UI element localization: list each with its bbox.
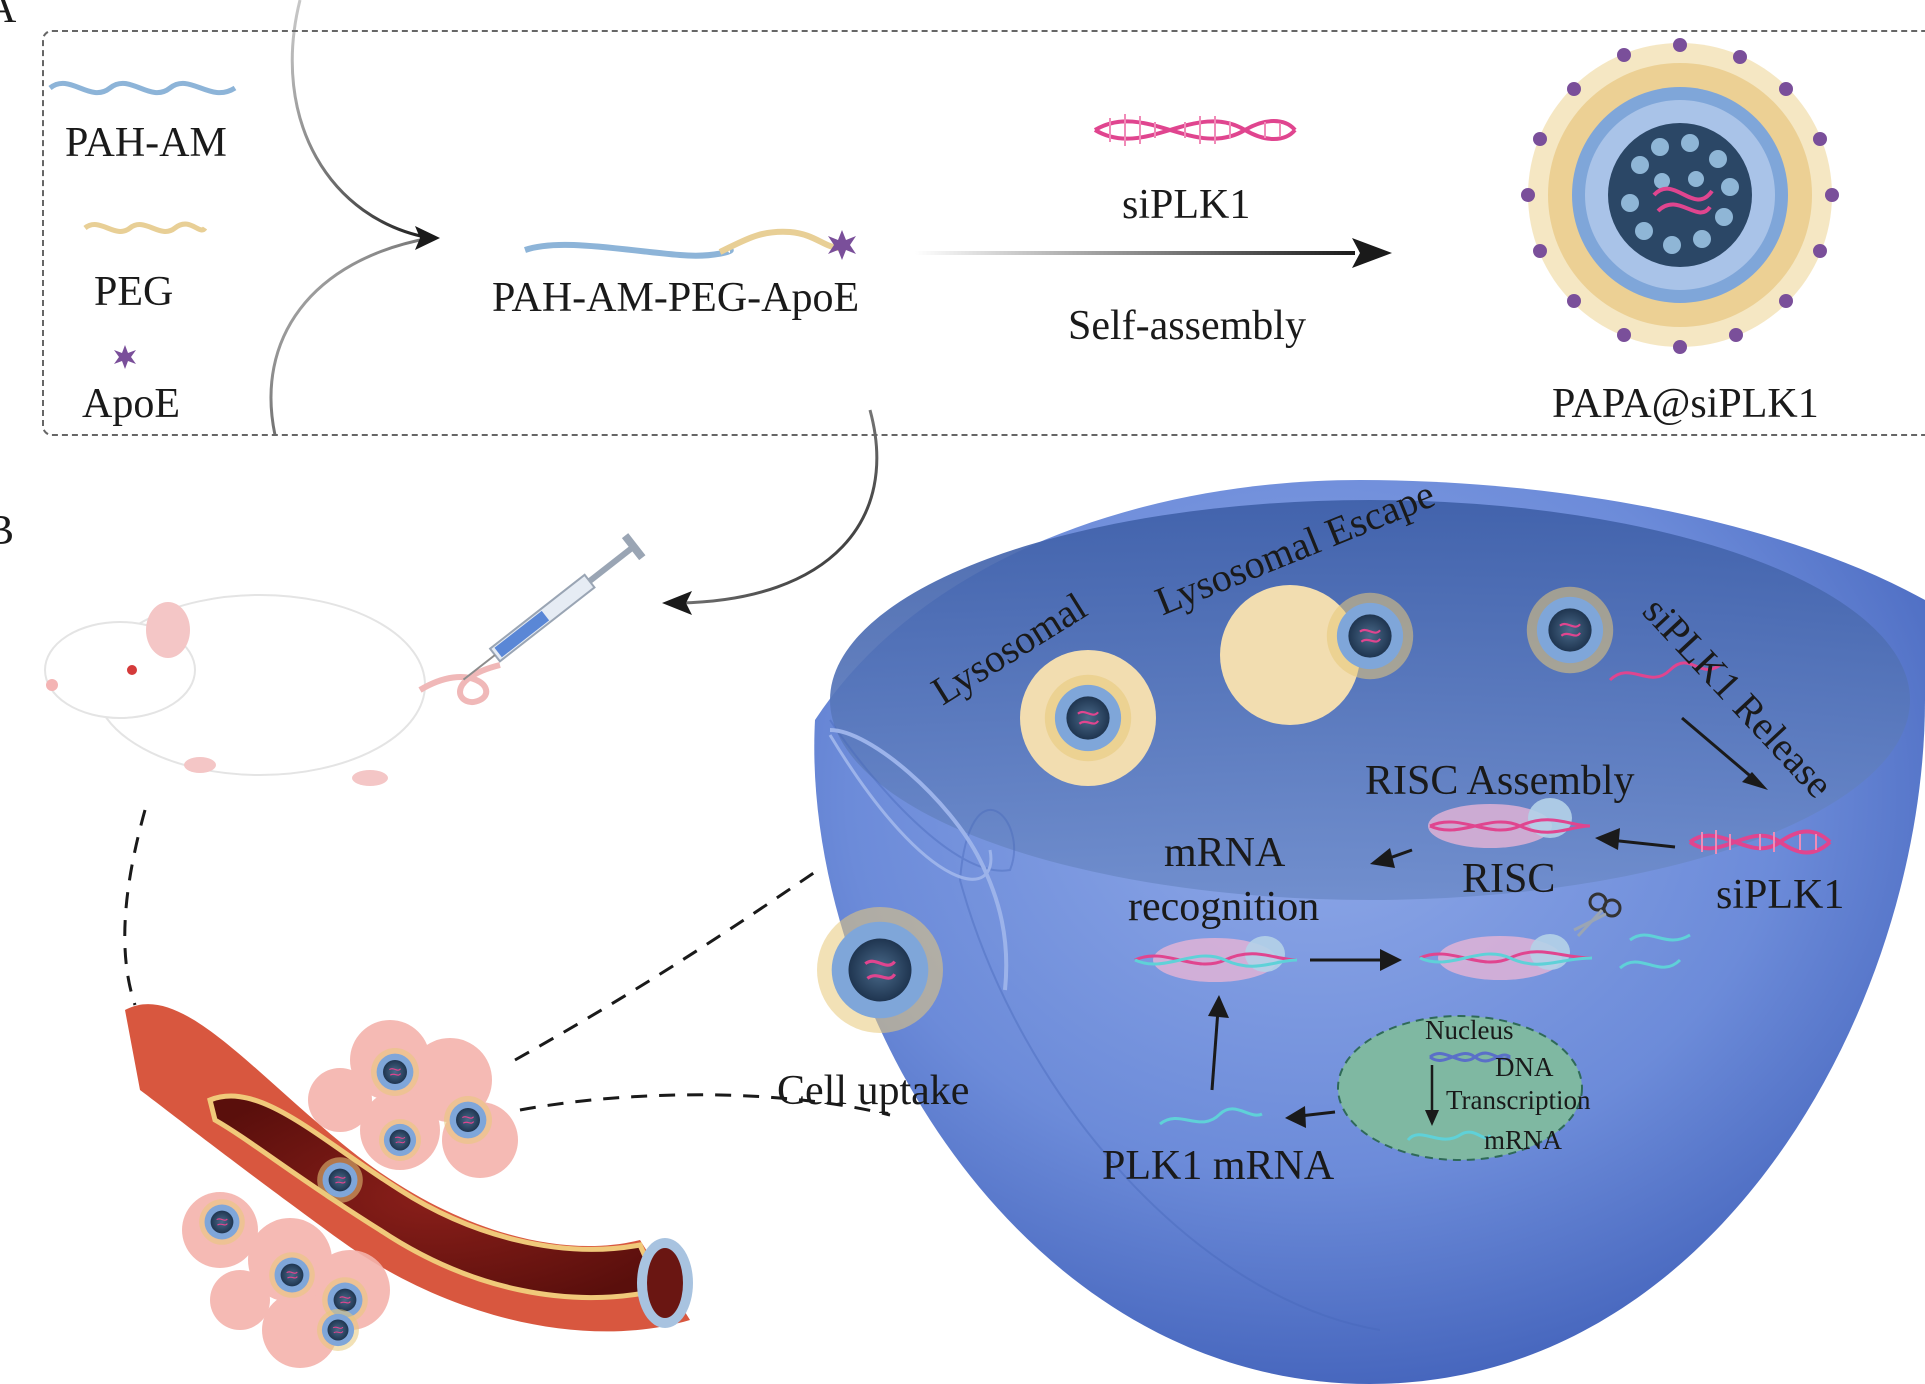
nucleus-label: Nucleus xyxy=(1425,1015,1514,1045)
mouse-icon xyxy=(44,594,501,786)
sirna-helix-icon xyxy=(1093,114,1297,146)
panel-a-label: A xyxy=(0,0,17,32)
release-nanoparticle-icon xyxy=(1525,585,1721,682)
papa-nanoparticle-icon xyxy=(1521,38,1839,354)
lysosome-escape-icon xyxy=(1220,585,1415,725)
nucleus-mrna-label: mRNA xyxy=(1484,1125,1563,1155)
peg-strand xyxy=(83,221,208,234)
dashed-mouse-to-vessel xyxy=(123,809,147,1006)
plk1-mrna-strand xyxy=(1159,1107,1263,1126)
transcription-label: Transcription xyxy=(1446,1085,1591,1115)
conjugate-apoe-icon xyxy=(828,230,856,260)
mrna-recognition-line2: recognition xyxy=(1128,884,1320,930)
cell-uptake-label: Cell uptake xyxy=(777,1068,970,1114)
apoe-star-icon xyxy=(114,345,136,369)
risc-label: RISC xyxy=(1462,856,1556,902)
blood-vessel-icon xyxy=(125,1004,693,1332)
cleaved-mrna-fragment xyxy=(1618,933,1691,970)
pah-am-strand xyxy=(48,80,237,96)
cell-siplk1-label: siPLK1 xyxy=(1716,872,1845,918)
panel-b-label: B xyxy=(0,508,15,554)
uptake-nanoparticle-icon xyxy=(815,905,945,1035)
mrna-recognition-line1: mRNA xyxy=(1164,830,1286,876)
sirna-label: siPLK1 xyxy=(1122,182,1251,228)
recognition-complex-icon xyxy=(1134,936,1298,982)
sirna-to-risc-arrow xyxy=(1609,838,1676,849)
dashed-tumor-to-cell-upper xyxy=(514,870,816,1062)
plk1-mrna-label: PLK1 mRNA xyxy=(1102,1143,1335,1189)
self-assembly-label: Self-assembly xyxy=(1068,303,1306,349)
nucleus-icon xyxy=(1337,1015,1583,1161)
lysosome-icon xyxy=(1020,650,1156,786)
nucleus-to-mrna-arrow xyxy=(1299,1110,1336,1118)
panel-connector-arrow xyxy=(679,409,879,605)
release-arrow xyxy=(1681,716,1756,782)
dna-label: DNA xyxy=(1495,1052,1554,1082)
curve-arrow-bottom xyxy=(269,236,431,436)
nanoparticle-label: PAPA@siPLK1 xyxy=(1552,381,1819,427)
conjugate-label: PAH-AM-PEG-ApoE xyxy=(492,275,860,321)
risc-assembly-label: RISC Assembly xyxy=(1365,758,1635,804)
curve-arrow-top xyxy=(290,0,431,240)
merge-arrowhead xyxy=(415,226,440,250)
syringe-icon xyxy=(462,533,646,681)
cell-uptake-pocket xyxy=(829,728,1009,991)
cell-sirna-icon xyxy=(1688,829,1832,855)
scissors-icon xyxy=(1573,892,1622,938)
legend-apoe: ApoE xyxy=(82,381,180,427)
legend-peg: PEG xyxy=(94,269,174,315)
risc-complex-icon xyxy=(1428,798,1591,848)
cleavage-complex-icon xyxy=(1419,934,1593,980)
legend-pah-am: PAH-AM xyxy=(65,120,227,166)
mrna-to-recognition-arrow xyxy=(1210,1009,1220,1091)
self-assembly-arrow xyxy=(915,251,1355,255)
panel-a-frame xyxy=(42,30,1925,436)
